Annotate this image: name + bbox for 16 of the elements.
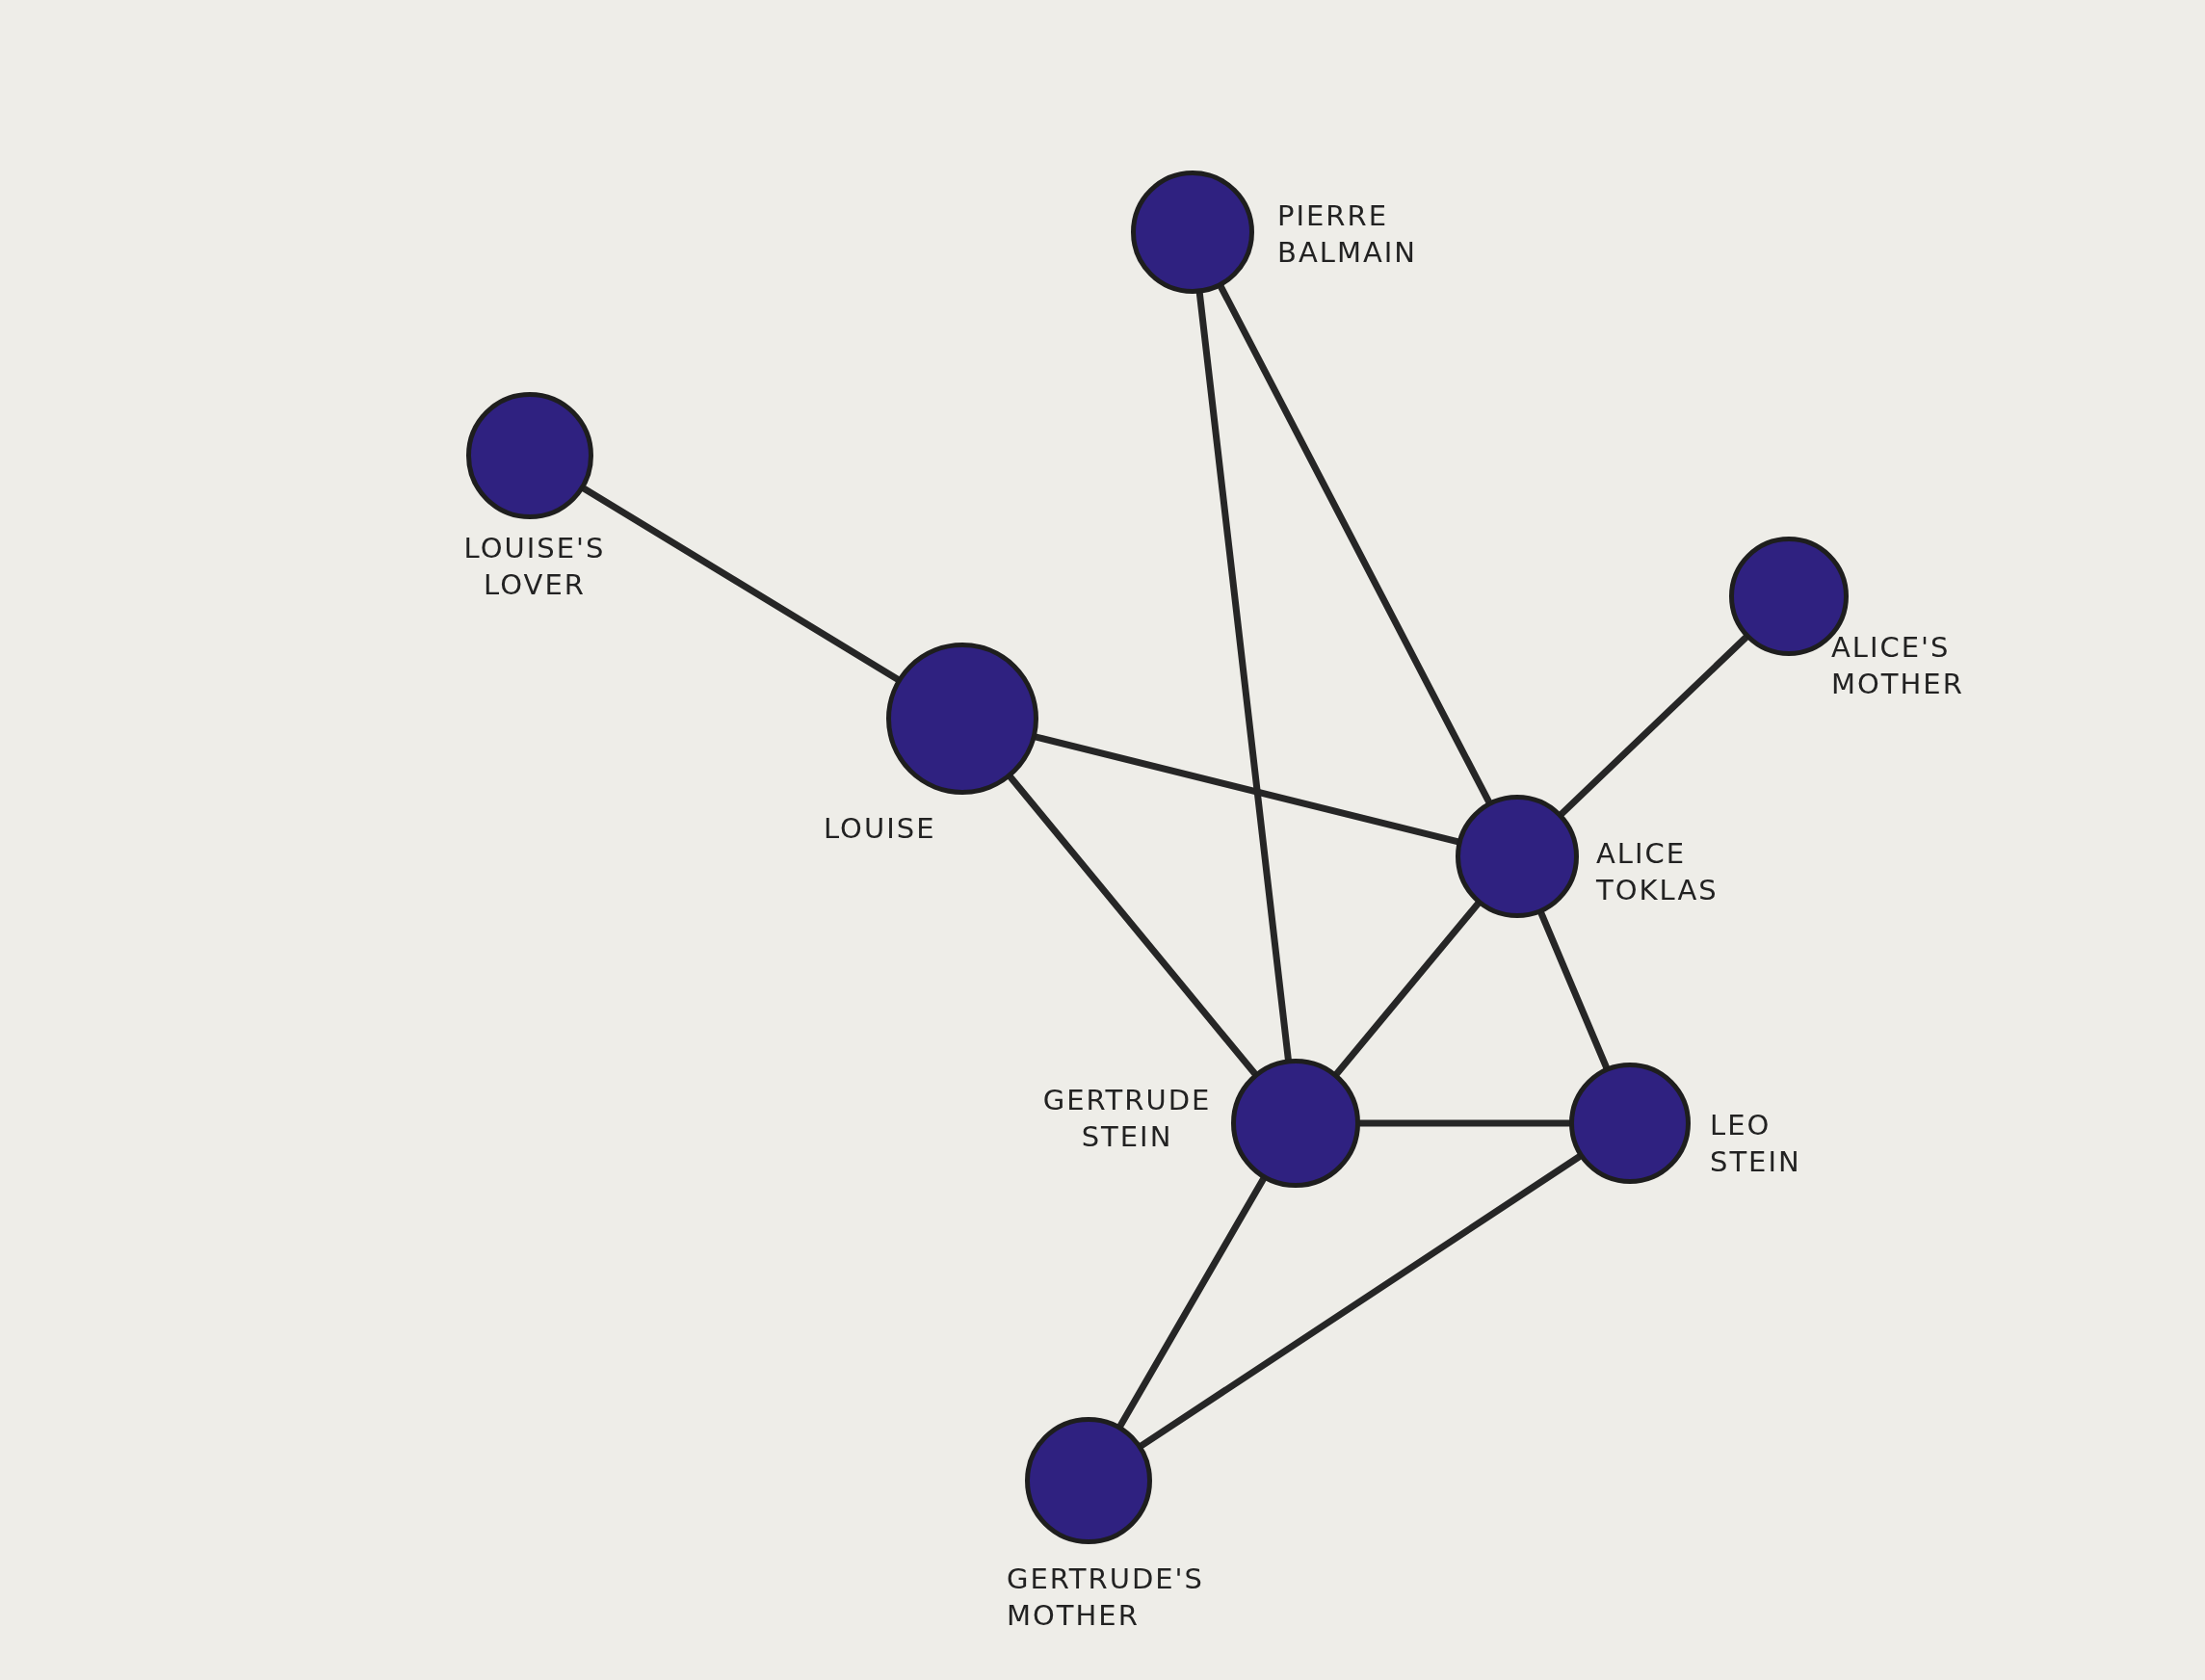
connector-line [1138,1153,1583,1450]
connector-line [1558,634,1749,818]
node-label: ALICE TOKLAS [1596,836,1719,908]
connector-line [1116,1175,1267,1430]
node-label: PIERRE BALMAIN [1277,198,1417,271]
connector-line [1537,909,1610,1071]
node-label: LOUISE'S LOVER [462,531,607,603]
connector-line [580,485,901,683]
node-label: GERTRUDE STEIN [1041,1083,1213,1155]
node-label: LOUISE [824,811,936,847]
node-label: ALICE'S MOTHER [1831,630,1964,702]
connector-line [1007,774,1258,1077]
node-label: LEO STEIN [1710,1108,1801,1180]
connector-line [1333,900,1482,1077]
connector-line [1218,283,1492,805]
node-label: GERTRUDE'S MOTHER [1007,1562,1204,1634]
